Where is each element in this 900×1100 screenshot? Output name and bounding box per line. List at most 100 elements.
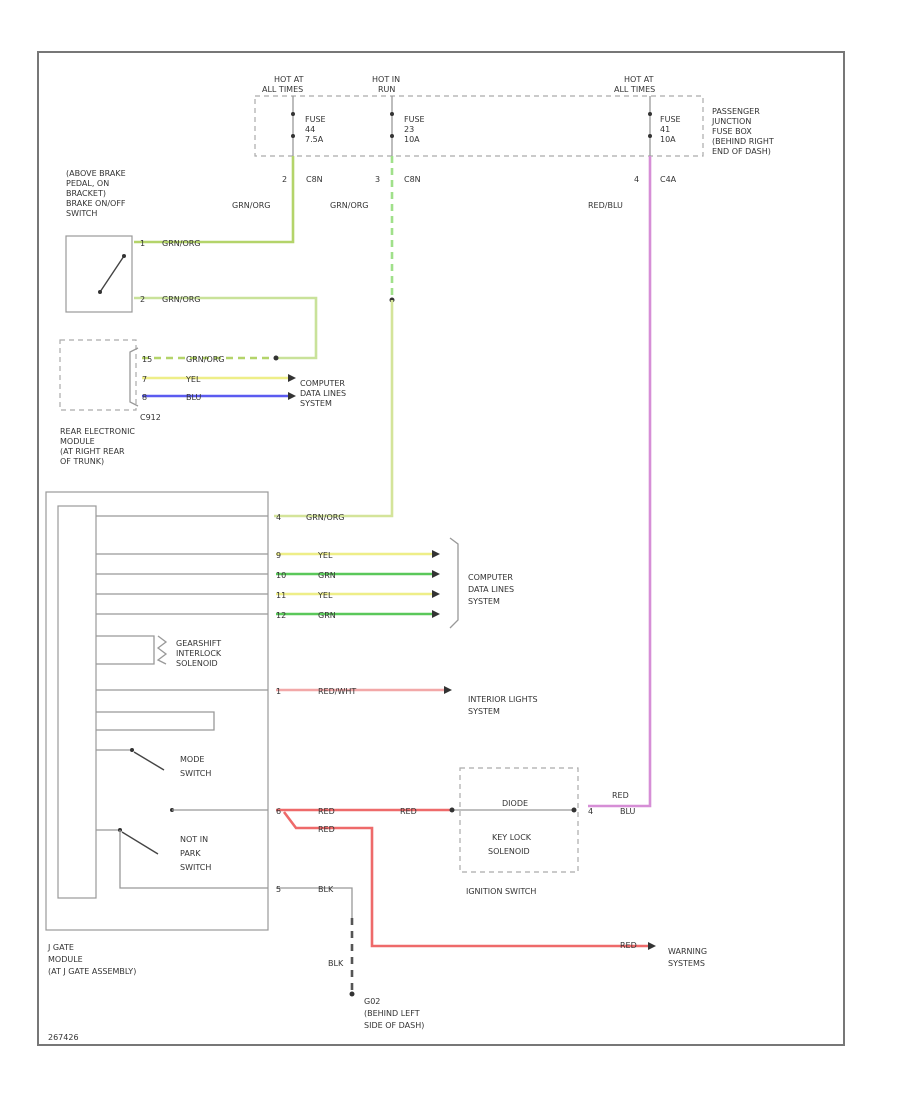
wire-fuse3-red-blu — [588, 156, 652, 808]
ground-label-2: SIDE OF DASH) — [364, 1021, 424, 1030]
keylock-term-right — [571, 807, 577, 813]
conn-top-3: C4A — [660, 175, 677, 184]
brake-label-4: BRAKE ON/OFF — [66, 199, 126, 208]
mode-switch-contact — [133, 751, 165, 771]
brake-switch-terminal-a — [122, 254, 126, 258]
rem-connector-id: C912 — [140, 413, 161, 422]
mode-label-1: MODE — [180, 755, 204, 764]
red-wire-3: RED — [318, 825, 335, 834]
comp-label-2-line3: SYSTEM — [468, 597, 500, 606]
fuse-box: HOT AT ALL TIMES HOT IN RUN HOT AT ALL T… — [254, 75, 774, 157]
j-gate-outline — [45, 491, 269, 931]
wire-red-to-warning — [282, 811, 648, 948]
gate-label-1: J GATE — [47, 943, 74, 952]
gate-pin-11: 11 — [276, 591, 286, 600]
fuse-1-rating: 7.5A — [305, 135, 324, 144]
ground-pin: 5 — [276, 885, 281, 894]
ground-label-1: (BEHIND LEFT — [364, 1009, 420, 1018]
fuse-box-label-2: JUNCTION — [711, 117, 751, 126]
brake-wire2: GRN/ORG — [162, 295, 201, 304]
warning-red-label: RED — [620, 941, 637, 950]
rem-label-3: (AT RIGHT REAR — [60, 447, 125, 456]
shift-label-1: GEARSHIFT — [176, 639, 221, 648]
rem-wire1: GRN/ORG — [186, 355, 225, 364]
brake-wire1: GRN/ORG — [162, 239, 201, 248]
grn-org-wires — [134, 156, 395, 518]
brake-label-2: PEDAL, ON — [66, 179, 109, 188]
fuse-3-terminal-top — [648, 112, 652, 116]
gate-wire-12: GRN — [318, 611, 336, 620]
comp-label-1-line2: DATA LINES — [300, 389, 346, 398]
fuse-2-terminal-bottom — [390, 134, 394, 138]
rem-connector-bracket — [129, 347, 139, 407]
fuse-1-terminal-top — [291, 112, 295, 116]
fuse-2-terminal-top — [390, 112, 394, 116]
ignition-switch: DIODE KEY LOCK SOLENOID IGNITION SWITCH — [449, 767, 579, 896]
keylock-blu: BLU — [620, 807, 636, 816]
interior-wire: RED/WHT — [318, 687, 356, 696]
rem-wire3: BLU — [186, 393, 202, 402]
arrow-interior — [444, 686, 452, 694]
splice-rem — [273, 355, 279, 361]
fuse-1-number: 44 — [305, 125, 315, 134]
keylock-diode: DIODE — [502, 799, 528, 808]
comp-label-2-line1: COMPUTER — [468, 573, 513, 582]
wire-brake-to-rem — [134, 296, 318, 360]
gearshift-solenoid-box — [96, 635, 155, 665]
brake-switch-box — [65, 235, 133, 313]
warning-label-2: SYSTEMS — [668, 959, 705, 968]
pin-top-2: 3 — [375, 175, 380, 184]
wire-top-3: RED/BLU — [588, 201, 623, 210]
fuse-2-rating: 10A — [404, 135, 420, 144]
hot-label-2-line1: HOT IN — [372, 75, 400, 84]
interior-label-1: INTERIOR LIGHTS — [468, 695, 538, 704]
rem-label-2: MODULE — [60, 437, 95, 446]
fuse-1-label: FUSE — [305, 115, 326, 124]
fuse-1-terminal-bottom — [291, 134, 295, 138]
fuse-box-outline — [254, 95, 704, 157]
arrow-gate-pin9 — [432, 550, 440, 558]
red-wire-2: RED — [400, 807, 417, 816]
comp-label-1-line1: COMPUTER — [300, 379, 345, 388]
rem-pin1: 15 — [142, 355, 152, 364]
rem-pin3: 8 — [142, 393, 147, 402]
red-pin: 6 — [276, 807, 281, 816]
shift-label-3: SOLENOID — [176, 659, 218, 668]
fuse-box-label-1: PASSENGER — [712, 107, 760, 116]
gate-pin-12: 12 — [276, 611, 286, 620]
gate-pin-9: 9 — [276, 551, 281, 560]
rem-outline — [59, 339, 137, 411]
j-gate-module: GEARSHIFT INTERLOCK SOLENOID MODE SWITCH… — [45, 491, 269, 976]
gate-loop — [96, 711, 215, 731]
j-gate-inner-bar — [57, 505, 97, 899]
wire-fuse1-to-brake — [134, 156, 295, 244]
shift-label-2: INTERLOCK — [176, 649, 222, 658]
rem-label-4: OF TRUNK) — [60, 457, 104, 466]
rem-pin2: 7 — [142, 375, 147, 384]
comp-bracket-2 — [449, 537, 459, 629]
ground-wire-2: BLK — [328, 959, 344, 968]
warning-label-1: WARNING — [668, 947, 707, 956]
ignition-outline — [459, 767, 579, 873]
mode-switch-terminal — [130, 748, 134, 752]
fuse-3-rating: 10A — [660, 135, 676, 144]
ground-id: G02 — [364, 997, 380, 1006]
park-label-2: PARK — [180, 849, 201, 858]
rear-electronic-module: C912 REAR ELECTRONIC MODULE (AT RIGHT RE… — [59, 339, 161, 466]
keylock-label-1: KEY LOCK — [492, 833, 532, 842]
arrow-gate-pin12 — [432, 610, 440, 618]
comp-label-2-line2: DATA LINES — [468, 585, 514, 594]
gate-wire-4: GRN/ORG — [306, 513, 345, 522]
arrow-warning — [648, 942, 656, 950]
gate-wire-11: YEL — [317, 591, 333, 600]
keylock-pin: 4 — [588, 807, 593, 816]
fuse-3-label: FUSE — [660, 115, 681, 124]
hot-label-3-line2: ALL TIMES — [614, 85, 655, 94]
gate-label-2: MODULE — [48, 955, 83, 964]
brake-switch-terminal-b — [98, 290, 102, 294]
interior-label-2: SYSTEM — [468, 707, 500, 716]
wire-fuse2-to-gate — [274, 300, 394, 518]
pin-top-1: 2 — [282, 175, 287, 184]
brake-label-1: (ABOVE BRAKE — [66, 169, 126, 178]
